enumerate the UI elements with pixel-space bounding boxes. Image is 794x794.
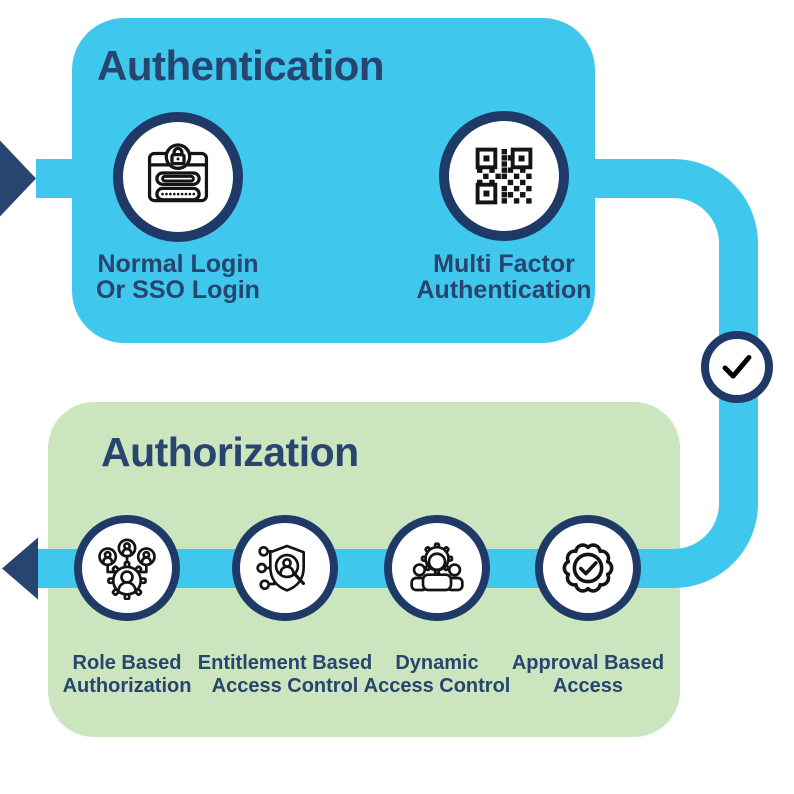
authz-step-approval-label: Approval Based Access [512, 652, 664, 697]
label-line: Normal Login [97, 250, 259, 278]
authz-step-approval-node [535, 515, 641, 621]
checkpoint-badge [701, 331, 773, 403]
label-line: Approval Based [511, 652, 665, 674]
authentication-title: Authentication [97, 42, 384, 89]
label-line: Access Control [211, 674, 359, 697]
label-line: Authorization [62, 674, 192, 697]
label-line: Or SSO Login [96, 276, 260, 304]
auth-step-mfa-node [439, 111, 569, 241]
shield-magnifier-icon [256, 544, 305, 592]
authz-step-dynamic-node [384, 515, 490, 621]
seal-check-icon [562, 543, 614, 593]
auth-step-mfa-label: Multi Factor Authentication [417, 251, 592, 303]
auth-step-login-label: Normal Login Or SSO Login [96, 251, 260, 303]
label-line: Dynamic [395, 652, 479, 674]
authz-step-dynamic-label: Dynamic Access Control [364, 652, 511, 697]
auth-step-login-node [113, 112, 243, 242]
exit-left-arrowhead [2, 537, 38, 600]
entry-right-arrowhead [0, 140, 36, 217]
label-line: Access [552, 674, 624, 697]
login-form-icon [147, 143, 209, 203]
authz-step-entitlement-node [232, 515, 338, 621]
qr-code-icon [475, 147, 533, 205]
label-line: Authentication [416, 276, 592, 304]
authz-step-entitlement-label: Entitlement Based Access Control [198, 652, 372, 697]
label-line: Multi Factor [433, 250, 575, 278]
checkmark-badge-icon [722, 354, 752, 379]
label-line: Access Control [363, 674, 511, 697]
authorization-title: Authorization [101, 429, 359, 475]
group-gear-icon [410, 542, 464, 592]
label-line: Role Based [72, 652, 182, 674]
authz-step-role-label: Role Based Authorization [63, 652, 192, 697]
authz-step-role-node [74, 515, 180, 621]
label-line: Entitlement Based [197, 652, 373, 674]
role-network-icon [98, 538, 156, 600]
